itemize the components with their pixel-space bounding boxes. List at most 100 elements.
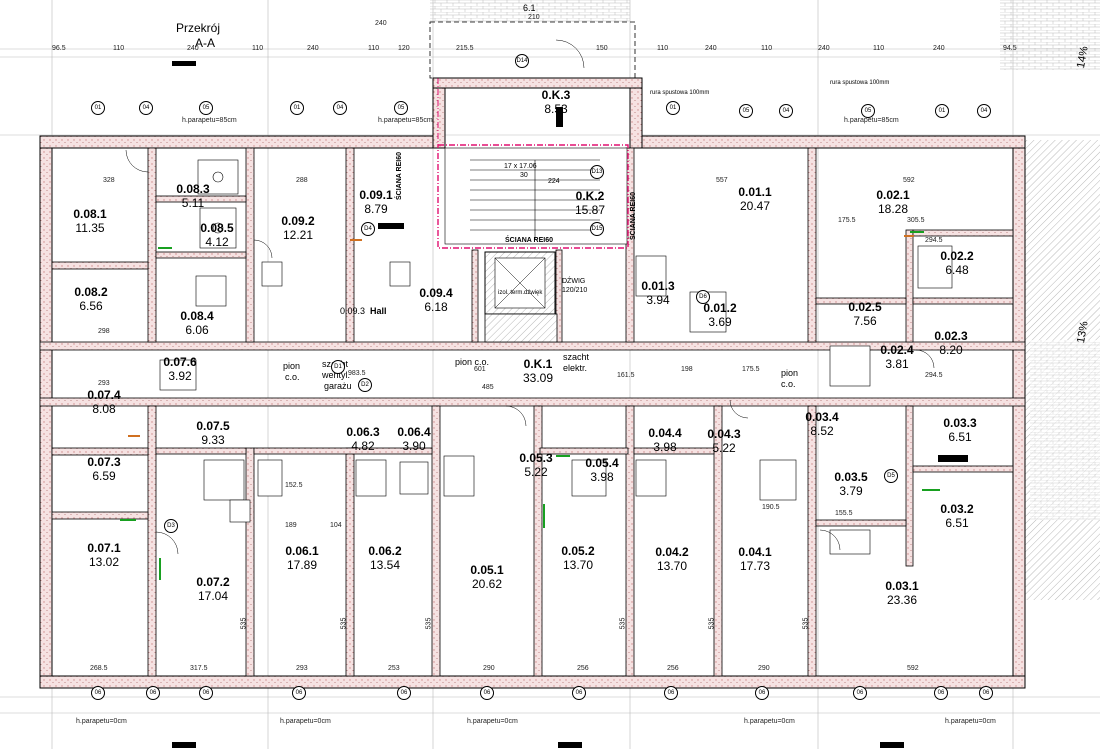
window-tag: 06 <box>292 686 306 700</box>
window-tag: 05 <box>394 101 408 115</box>
room-label-small: 0.09.3 <box>340 306 366 316</box>
window-tag: 06 <box>91 686 105 700</box>
interior-dim: 290 <box>483 665 495 672</box>
window-tag: 06 <box>979 686 993 700</box>
black-mark-4 <box>938 455 968 462</box>
door-tag: D2 <box>358 378 372 392</box>
paving-top-right <box>1000 0 1100 70</box>
black-mark-3 <box>556 107 563 127</box>
stair-note-3: 224 <box>548 178 560 185</box>
window-tag: 04 <box>333 101 347 115</box>
pipe-note-1: rura spustowa 100mm <box>650 90 710 96</box>
shaft-gas-3: garażu <box>324 381 352 391</box>
top-dim: 120 <box>398 45 410 52</box>
door-tag: D6 <box>696 290 710 304</box>
window-tag: 04 <box>139 101 153 115</box>
interior-dim: 268.5 <box>90 665 108 672</box>
vestibule-outline <box>429 21 636 79</box>
window-tag: 06 <box>480 686 494 700</box>
door-tag: D1 <box>331 360 345 374</box>
window-tag: 06 <box>853 686 867 700</box>
black-mark-1 <box>172 61 196 66</box>
interior-dim: 328 <box>103 177 115 184</box>
door-tag: D15 <box>590 222 604 236</box>
black-mark-2 <box>378 223 404 229</box>
interior-dim: 293 <box>296 665 308 672</box>
top-dim: 110 <box>113 45 125 52</box>
section-marker: A-A <box>195 36 216 50</box>
door-marks <box>120 231 940 580</box>
pion-co-1: pion <box>283 361 301 371</box>
black-mark-6 <box>558 742 582 748</box>
window-tag: 05 <box>199 101 213 115</box>
top-dim: 110 <box>761 45 773 52</box>
door-tag: D3 <box>164 519 178 533</box>
interior-dim: 104 <box>330 522 342 529</box>
top-dim: 210 <box>528 14 540 21</box>
top-dim: 240 <box>705 45 717 52</box>
sill-note: h.parapetu=0cm <box>945 718 996 725</box>
window-tag: 06 <box>146 686 160 700</box>
window-tag: 01 <box>935 104 949 118</box>
interior-dim: 485 <box>482 384 494 391</box>
window-tag: 06 <box>934 686 948 700</box>
section-label: Przekrój <box>176 21 221 35</box>
shaft-gas-2: wentyl. <box>322 370 351 380</box>
window-tag: 06 <box>755 686 769 700</box>
interior-dim: 305.5 <box>907 217 925 224</box>
pion-co-3b: c.o. <box>781 379 796 389</box>
black-mark-5 <box>172 742 196 748</box>
fixtures <box>159 159 953 555</box>
top-dim: 110 <box>657 45 669 52</box>
stair-note: 17 x 17.06 <box>504 163 537 170</box>
sill-note: h.parapetu=85cm <box>378 117 433 124</box>
interior-dim: 317.5 <box>190 665 208 672</box>
partition-walls-vertical <box>147 147 914 677</box>
interior-dim: 175.5 <box>742 366 760 373</box>
window-tag: 04 <box>779 104 793 118</box>
top-dim: 94.5 <box>1003 45 1017 52</box>
hall-label: Hall <box>370 306 387 316</box>
window-tag: 05 <box>739 104 753 118</box>
sill-note: h.parapetu=85cm <box>844 117 899 124</box>
interior-dim: 152.5 <box>285 482 303 489</box>
window-tag: 06 <box>664 686 678 700</box>
wall-label-3: ŚCIANA REI60 <box>630 192 637 240</box>
interior-dim: 592 <box>907 665 919 672</box>
interior-dim: 298 <box>98 328 110 335</box>
top-dim: 240 <box>307 45 319 52</box>
izolation-label: izol. term.dźwięk <box>498 290 543 296</box>
interior-dim: 190.5 <box>762 504 780 511</box>
sill-note: h.parapetu=0cm <box>744 718 795 725</box>
ramp-right-2 <box>1030 340 1100 520</box>
top-dim: 150 <box>596 45 608 52</box>
interior-dim: 189 <box>285 522 297 529</box>
interior-dim: 253 <box>388 665 400 672</box>
interior-dim: 256 <box>577 665 589 672</box>
pion-co-3: pion <box>781 368 799 378</box>
top-dim: 110 <box>873 45 885 52</box>
